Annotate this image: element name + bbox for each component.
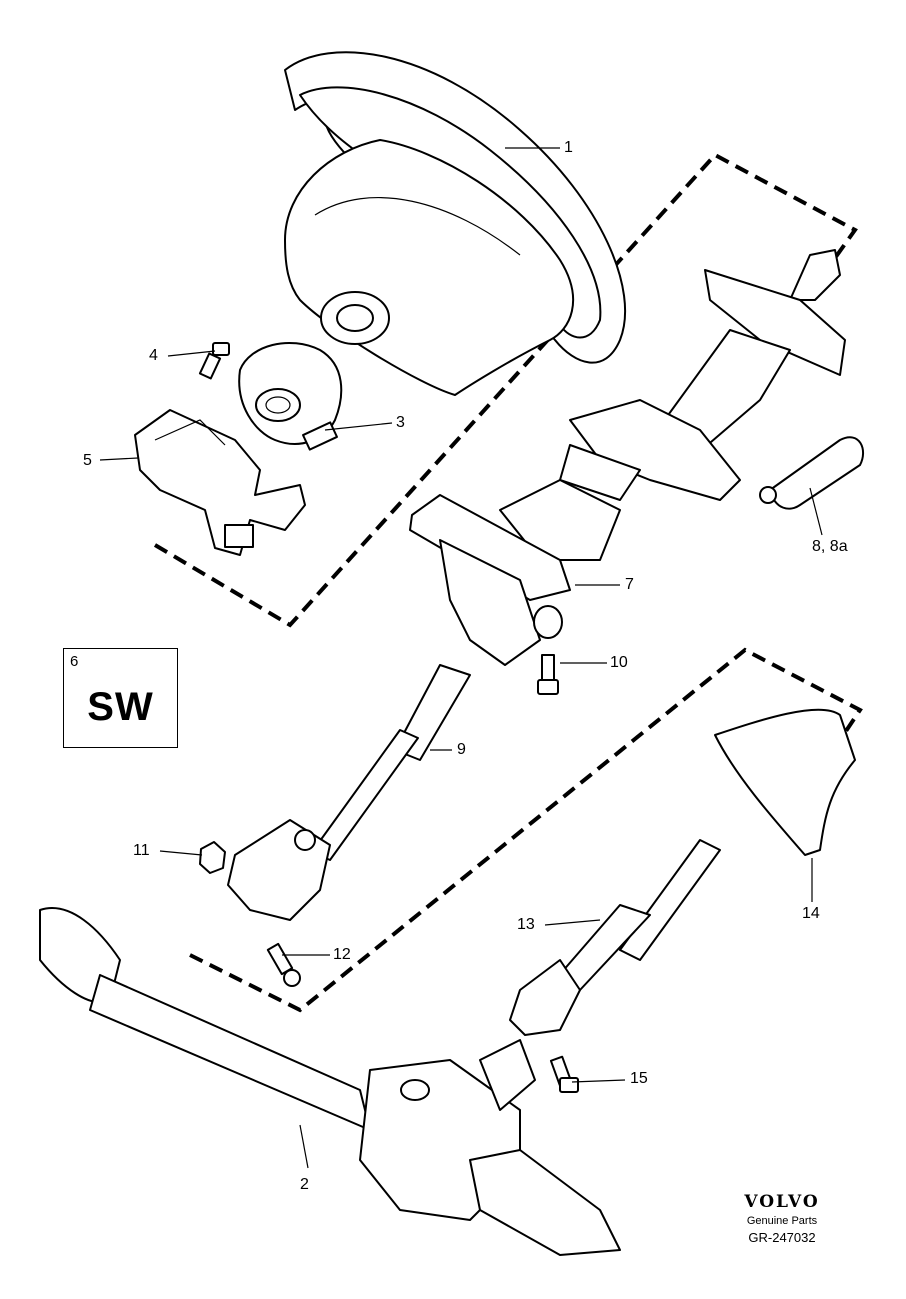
adjustment-lever: [759, 436, 865, 510]
steering-column: [499, 249, 846, 561]
brand-logo: VOLVO: [744, 1192, 820, 1212]
dust-boot: [714, 708, 856, 856]
diagram-code: GR-247032: [748, 1230, 816, 1245]
steering-rack: [39, 907, 621, 1256]
mounting-bracket: [409, 494, 571, 666]
sw-box-code: SW: [87, 685, 154, 729]
callout-5: 5: [83, 452, 92, 469]
callout-7: 7: [625, 576, 634, 593]
screw-12: [266, 942, 301, 987]
callout-2: 2: [300, 1176, 309, 1193]
group-outline-lower: [189, 647, 863, 1013]
intermediate-shaft: [227, 664, 471, 921]
lower-shaft: [509, 839, 721, 1036]
callout-1: 1: [564, 139, 573, 156]
callout-15: 15: [630, 1070, 648, 1087]
leader-lines: [99, 147, 823, 1169]
callout-12: 12: [333, 946, 351, 963]
callout-11: 11: [133, 842, 150, 859]
brand-subtitle: Genuine Parts: [746, 1215, 818, 1227]
bolt-10: [537, 654, 559, 695]
callout-4: 4: [149, 347, 158, 364]
steering-wheel: [284, 51, 627, 396]
nut-11: [199, 841, 226, 874]
callout-9: 9: [457, 741, 466, 758]
bolt-15: [549, 1055, 579, 1093]
callout-14: 14: [802, 905, 820, 922]
callout-13: 13: [517, 916, 535, 933]
callout-10: 10: [610, 654, 628, 671]
callout-3: 3: [396, 414, 405, 431]
brand-block: VOLVO Genuine Parts GR-247032: [712, 1192, 852, 1245]
screw-4: [198, 342, 230, 380]
steering-column-switch: [134, 409, 306, 556]
callout-8: 8, 8a: [812, 538, 848, 555]
sw-box-number: 6: [70, 653, 79, 670]
sw-reference-box: 6 SW: [63, 648, 178, 748]
clock-spring: [238, 342, 343, 451]
